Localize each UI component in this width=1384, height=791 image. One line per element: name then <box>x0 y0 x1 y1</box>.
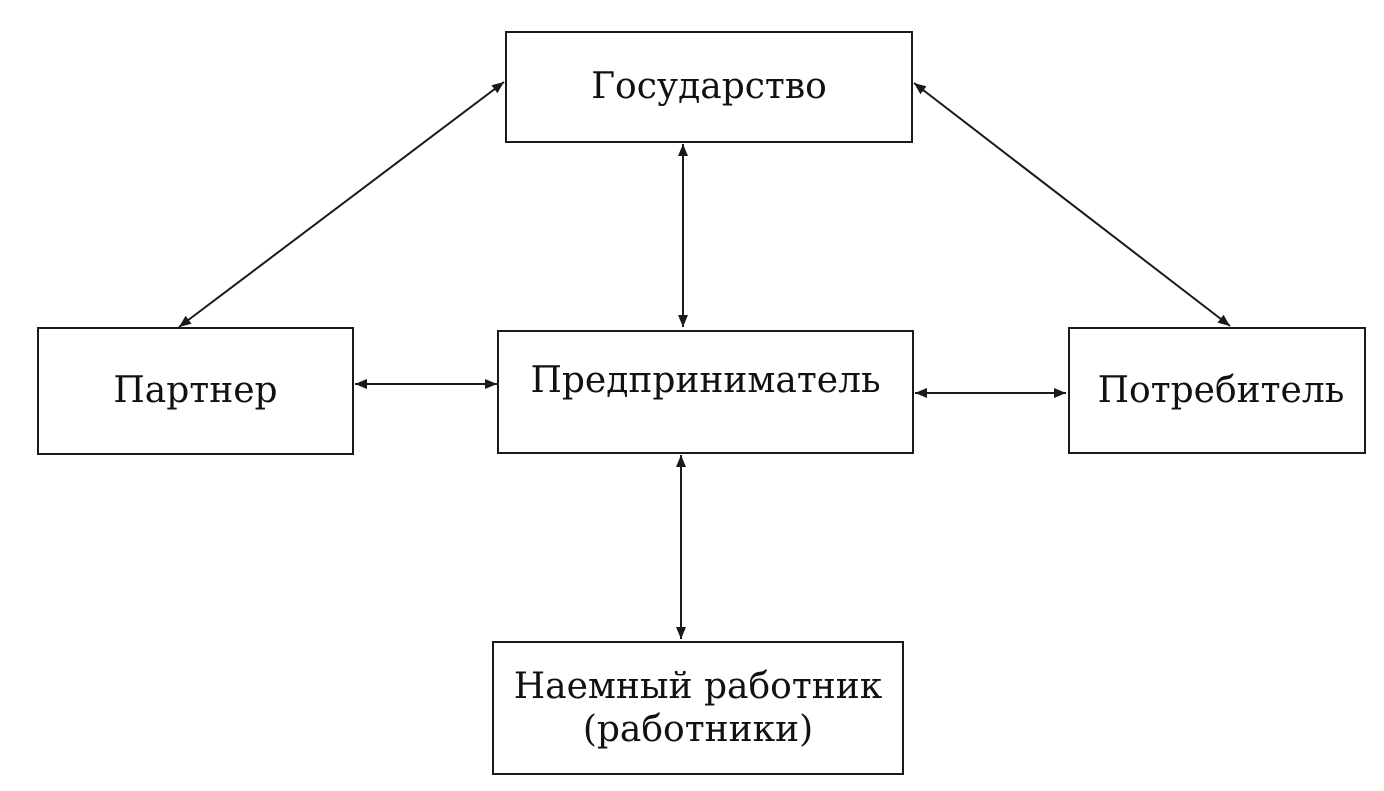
node-state-label: Государство <box>591 66 827 108</box>
node-partner-label: Партнер <box>113 370 278 412</box>
node-consumer: Потребитель <box>1068 327 1366 454</box>
node-employee-label-line-2: (работники) <box>582 709 814 750</box>
node-entrepreneur-label: Предприниматель <box>530 360 881 402</box>
node-entrepreneur: Предприниматель <box>497 330 914 454</box>
connector-state-consumer <box>913 82 1231 327</box>
node-employee-label-line-1: Наемный работник <box>513 665 883 707</box>
node-consumer-label: Потребитель <box>1097 369 1345 411</box>
node-employee: Наемный работник (работники) <box>492 641 904 775</box>
node-state: Государство <box>505 31 913 143</box>
node-employee-label: Наемный работник (работники) <box>514 665 883 751</box>
connector-partner-state <box>178 81 505 328</box>
connectors-layer <box>178 81 1231 639</box>
node-partner: Партнер <box>37 327 354 455</box>
